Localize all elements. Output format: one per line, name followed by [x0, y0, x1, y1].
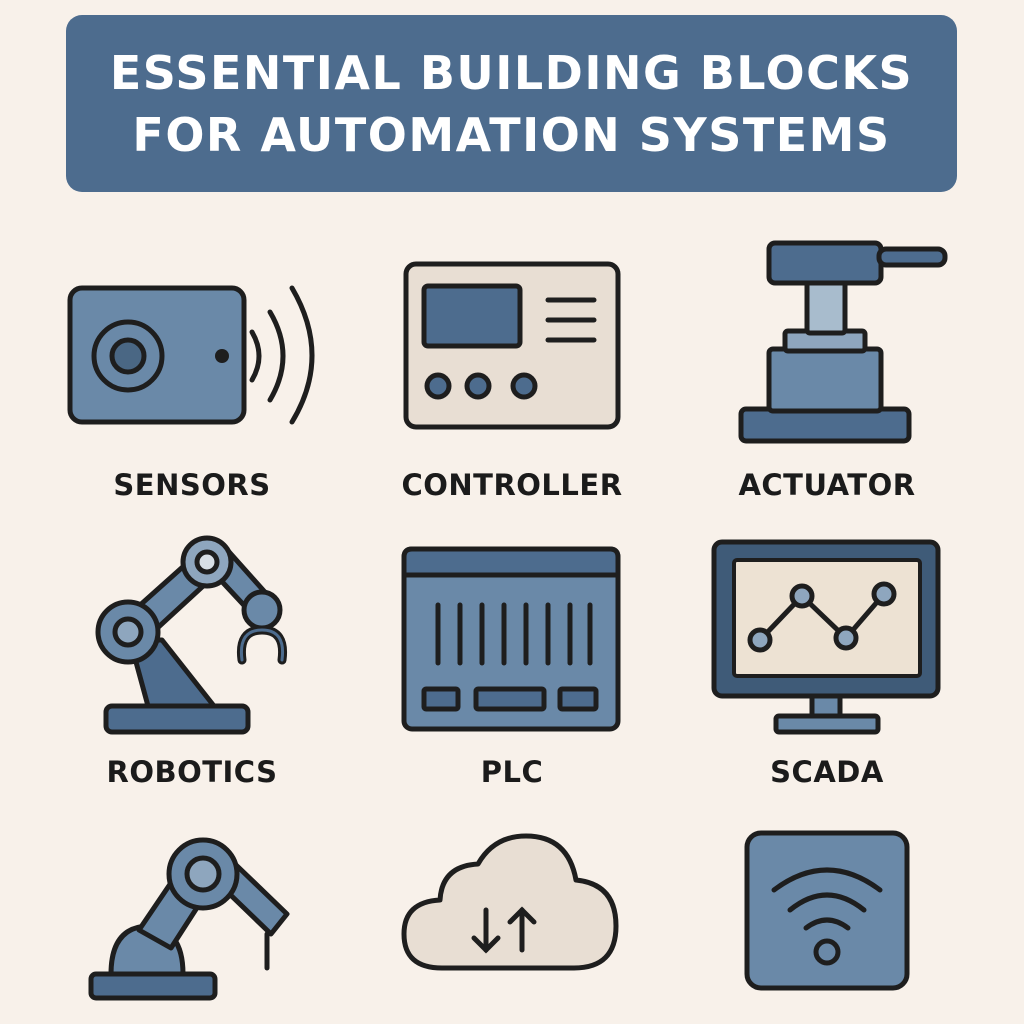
label-sensors: SENSORS [113, 468, 271, 502]
plc-icon [401, 546, 621, 732]
title-line-2: FOR AUTOMATION SYSTEMS [132, 107, 891, 162]
actuator-icon [738, 240, 948, 444]
title-banner: ESSENTIAL BUILDING BLOCKS FOR AUTOMATION… [66, 15, 957, 192]
label-actuator: ACTUATOR [738, 468, 916, 502]
robot-arm-icon [95, 535, 288, 735]
label-plc: PLC [480, 755, 544, 789]
controller-icon [403, 261, 621, 430]
robot-arm-icon [88, 837, 290, 1001]
title-line-1: ESSENTIAL BUILDING BLOCKS [109, 45, 914, 100]
monitor-chart-icon [711, 539, 941, 735]
label-scada: SCADA [770, 755, 884, 789]
label-robotics: ROBOTICS [106, 755, 278, 789]
wireless-icon [744, 830, 910, 991]
label-controller: CONTROLLER [401, 468, 623, 502]
sensor-icon [67, 285, 315, 425]
cloud-sync-icon [401, 833, 619, 971]
